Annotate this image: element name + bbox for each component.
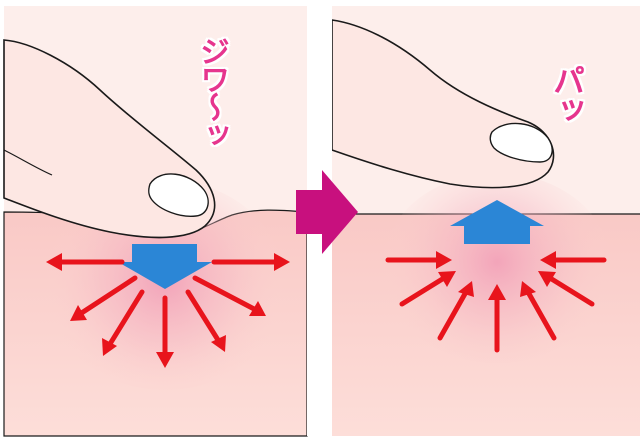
- sound-effect-release-label: パッ: [548, 64, 586, 124]
- blue-down-arrow-icon: [118, 244, 212, 289]
- red-outward-arrowheads: [46, 253, 290, 368]
- blue-up-arrow-icon: [450, 200, 544, 244]
- red-outward-arrows-icon: [55, 259, 281, 358]
- next-step-arrow-icon: [296, 170, 358, 254]
- red-inward-arrowheads: [436, 251, 556, 300]
- red-inward-arrows-icon: [385, 257, 607, 353]
- sound-effect-press-label: ジワ〜ッ: [194, 36, 229, 148]
- pressure-glow-right: [382, 173, 612, 363]
- panel-press: [3, 6, 308, 437]
- fingernail-left-icon: [147, 173, 209, 217]
- fingernail-right-icon: [489, 122, 553, 163]
- panel-release: [331, 6, 640, 436]
